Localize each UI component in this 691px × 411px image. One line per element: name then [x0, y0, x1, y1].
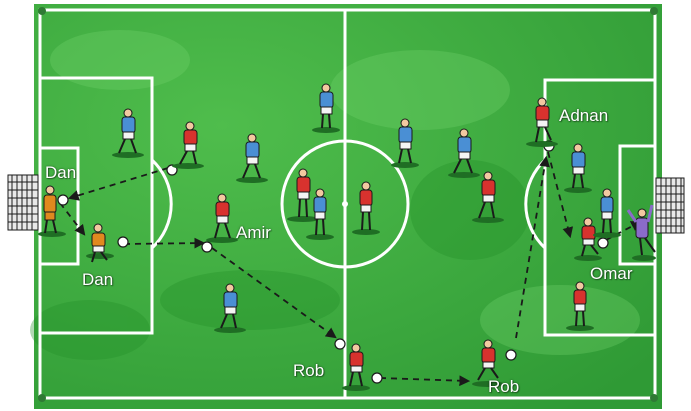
label-amir: Amir — [236, 224, 271, 241]
ball — [335, 339, 345, 349]
ball — [506, 350, 516, 360]
ball — [598, 238, 608, 248]
ball — [58, 195, 68, 205]
label-dan-bottom: Dan — [82, 271, 113, 288]
label-adnan: Adnan — [559, 107, 608, 124]
label-omar: Omar — [590, 265, 633, 282]
label-dan-top: Dan — [45, 164, 76, 181]
label-rob-right: Rob — [488, 378, 519, 395]
right-goal — [656, 178, 684, 233]
ball — [202, 242, 212, 252]
left-goal — [8, 175, 38, 230]
ball — [372, 373, 382, 383]
centre-spot — [342, 201, 348, 207]
ball — [118, 237, 128, 247]
label-rob-left: Rob — [293, 362, 324, 379]
